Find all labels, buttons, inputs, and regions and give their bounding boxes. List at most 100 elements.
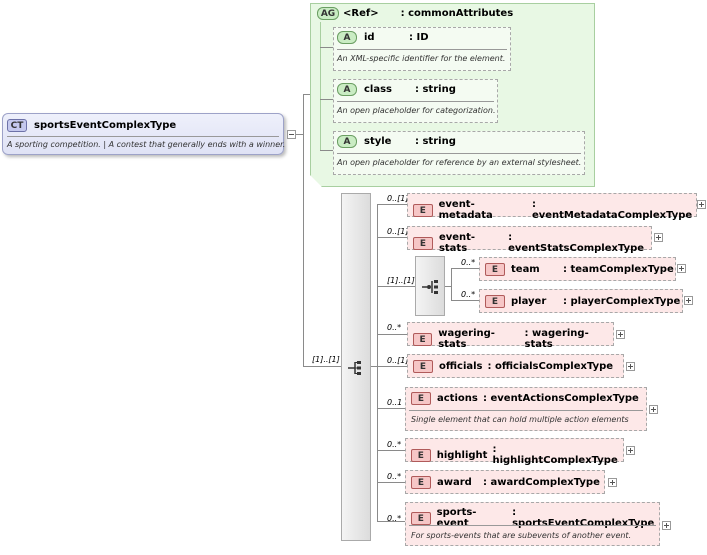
attribute-group-ref: <Ref> xyxy=(343,8,379,19)
sequence-compositor[interactable] xyxy=(341,193,371,541)
element-name: award xyxy=(437,477,472,488)
element-description: Single element that can hold multiple ac… xyxy=(411,415,629,424)
element-highlight[interactable]: E highlight : highlightComplexType xyxy=(405,438,624,466)
element-name: actions xyxy=(437,393,478,404)
element-award[interactable]: E award : awardComplexType xyxy=(405,470,605,494)
attribute-name: id xyxy=(364,32,375,43)
attribute-description: An XML-specific identifier for the eleme… xyxy=(337,54,506,63)
choice-icon xyxy=(422,280,438,294)
cardinality: 0..* xyxy=(387,472,402,481)
attribute-group-badge: AG xyxy=(317,7,339,20)
element-team[interactable]: E team : teamComplexType xyxy=(479,257,676,281)
element-badge: E xyxy=(485,263,505,276)
connector xyxy=(377,450,405,451)
connector xyxy=(320,47,333,48)
attribute-group-type: : commonAttributes xyxy=(400,8,514,19)
cardinality: 0..[1] xyxy=(387,356,409,365)
expand-toggle[interactable] xyxy=(662,521,671,530)
expand-toggle[interactable] xyxy=(626,362,635,371)
attribute-class[interactable]: A class : string An open placeholder for… xyxy=(333,79,498,123)
element-name: sports-event xyxy=(436,507,477,529)
connector xyxy=(377,204,407,205)
collapse-toggle[interactable] xyxy=(287,130,296,139)
connector xyxy=(377,334,407,335)
connector xyxy=(377,408,405,409)
attribute-style[interactable]: A style : string An open placeholder for… xyxy=(333,131,585,175)
attribute-description: An open placeholder for reference by an … xyxy=(337,158,582,167)
expand-toggle[interactable] xyxy=(626,446,635,455)
complex-type-badge: CT xyxy=(7,118,27,132)
element-type: : teamComplexType xyxy=(563,264,674,275)
connector xyxy=(377,521,405,522)
element-badge: E xyxy=(413,360,433,373)
cardinality: 0..* xyxy=(387,440,402,449)
element-name: highlight xyxy=(436,449,488,461)
element-name: wagering-stats xyxy=(438,328,495,350)
expand-toggle[interactable] xyxy=(677,264,686,273)
element-actions[interactable]: E actions : eventActionsComplexType Sing… xyxy=(405,387,647,431)
element-event-stats[interactable]: E event-stats : eventStatsComplexType xyxy=(407,226,652,254)
divider xyxy=(7,136,279,137)
expand-toggle[interactable] xyxy=(649,405,658,414)
divider xyxy=(337,49,507,50)
element-type: : eventStatsComplexType xyxy=(508,232,645,254)
element-badge: E xyxy=(413,236,433,250)
complex-type-node[interactable]: CT sportsEventComplexType A sporting com… xyxy=(2,113,286,155)
element-officials[interactable]: E officials : officialsComplexType xyxy=(407,354,624,378)
sequence-cardinality: [1]..[1] xyxy=(312,355,340,364)
choice-compositor[interactable] xyxy=(415,256,445,316)
connector xyxy=(377,237,407,238)
connector xyxy=(445,286,451,287)
element-badge: E xyxy=(413,332,433,346)
element-type: : sportsEventComplexType xyxy=(512,507,655,529)
element-badge: E xyxy=(411,392,431,405)
expand-toggle[interactable] xyxy=(684,296,693,305)
attribute-type: : string xyxy=(415,136,456,147)
connector xyxy=(451,268,479,269)
attribute-badge: A xyxy=(337,135,357,148)
attribute-group-header: AG <Ref> : commonAttributes xyxy=(317,7,513,20)
attribute-name: class xyxy=(364,84,393,95)
cardinality: 0..* xyxy=(387,323,402,332)
expand-toggle[interactable] xyxy=(697,200,706,209)
element-wagering-stats[interactable]: E wagering-stats : wagering-stats xyxy=(407,322,614,350)
complex-type-description: A sporting competition. | A contest that… xyxy=(7,140,286,149)
element-player[interactable]: E player : playerComplexType xyxy=(479,289,683,313)
divider xyxy=(409,410,643,411)
cardinality: 0..* xyxy=(461,290,476,299)
element-type: : playerComplexType xyxy=(563,296,681,307)
complex-type-name: sportsEventComplexType xyxy=(34,119,177,131)
element-type: : officialsComplexType xyxy=(487,361,614,372)
element-name: event-stats xyxy=(438,232,476,254)
element-name: team xyxy=(511,264,540,275)
cardinality: 0..[1] xyxy=(387,194,409,203)
cardinality: 0..* xyxy=(387,514,402,523)
connector xyxy=(451,300,479,301)
attribute-id[interactable]: A id : ID An XML-specific identifier for… xyxy=(333,27,511,71)
connector xyxy=(320,22,321,150)
element-badge: E xyxy=(413,203,433,217)
element-type: : wagering-stats xyxy=(524,328,589,350)
divider xyxy=(409,525,656,526)
element-sports-event[interactable]: E sports-event : sportsEventComplexType … xyxy=(405,502,660,546)
element-event-metadata[interactable]: E event-metadata : eventMetadataComplexT… xyxy=(407,193,697,221)
attribute-type: : ID xyxy=(409,32,429,43)
cardinality: 0..* xyxy=(461,258,476,267)
element-badge: E xyxy=(411,511,431,525)
connector xyxy=(320,150,333,151)
connector xyxy=(296,134,304,135)
connector xyxy=(377,366,407,367)
connector xyxy=(303,94,313,95)
complex-type-header: CT sportsEventComplexType xyxy=(7,117,176,133)
expand-toggle[interactable] xyxy=(654,233,663,242)
sequence-icon xyxy=(348,361,361,375)
expand-toggle[interactable] xyxy=(608,478,617,487)
expand-toggle[interactable] xyxy=(616,330,625,339)
connector xyxy=(377,204,378,521)
attribute-badge: A xyxy=(337,83,357,96)
element-description: For sports-events that are subevents of … xyxy=(411,531,632,540)
element-type: : eventActionsComplexType xyxy=(483,393,639,404)
cardinality: 0..1 xyxy=(387,398,403,407)
choice-cardinality: [1]..[1] xyxy=(387,276,415,285)
element-badge: E xyxy=(485,295,505,308)
